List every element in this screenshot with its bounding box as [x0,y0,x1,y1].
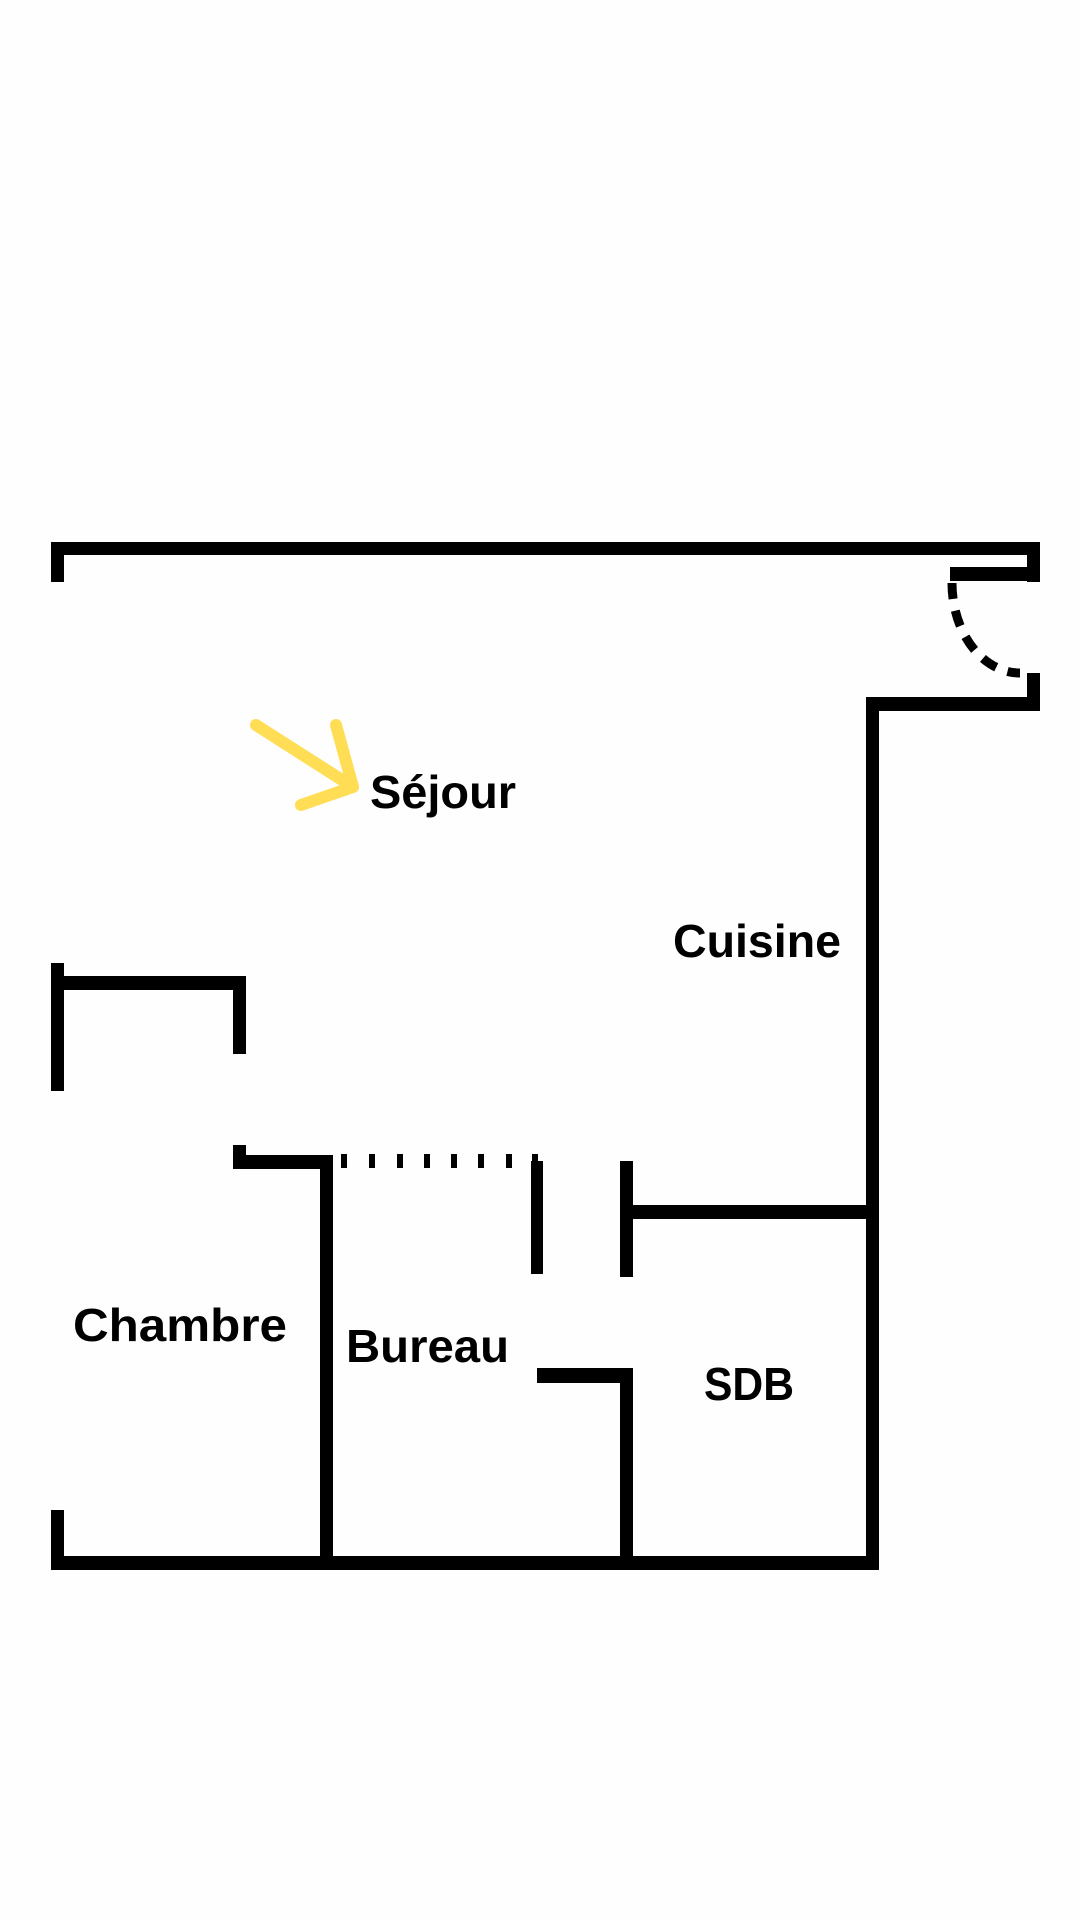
bottom-left-stub [51,1510,64,1570]
bureau-inner-wall [537,1368,633,1383]
partition-tick [397,1154,403,1168]
chambre-top-wall [233,1155,332,1169]
bottom-wall [51,1556,879,1570]
arrow-icon [250,719,359,811]
partition-tick [451,1154,457,1168]
room-label-sejour: Séjour [370,766,516,818]
left-bracket-vertical [51,963,64,1091]
top-left-stub [51,542,64,582]
dotted-partition [341,1154,538,1168]
kitchen-top-wall [866,697,1040,711]
room-label-chambre: Chambre [73,1299,287,1351]
sdb-top-wall [620,1205,866,1219]
partition-tick [532,1154,538,1168]
left-bracket-drop [233,976,246,1054]
partition-tick [478,1154,484,1168]
kitchen-right-wall [866,697,879,1570]
bureau-door-jamb [531,1161,543,1274]
bureau-sdb-wall [620,1368,633,1570]
room-label-sdb: SDB [704,1358,794,1410]
partition-tick [506,1154,512,1168]
partition-tick [369,1154,375,1168]
room-label-bureau: Bureau [346,1320,509,1372]
chambre-bureau-wall [320,1155,333,1570]
room-label-cuisine: Cuisine [673,915,841,967]
partition-tick [424,1154,430,1168]
top-wall [51,542,1040,555]
entry-ledge [950,567,1040,581]
partition-tick [341,1154,347,1168]
left-bracket-horizontal [51,976,246,990]
walls [51,542,1040,1570]
door-swing-arc [947,582,1021,678]
